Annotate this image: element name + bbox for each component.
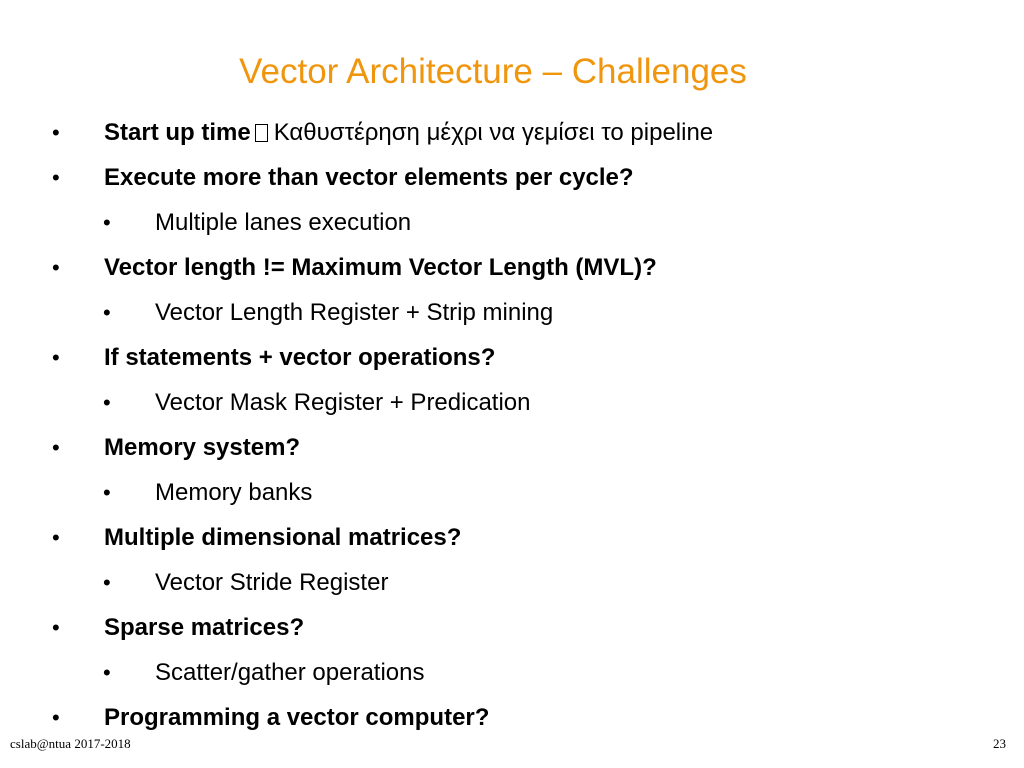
bullet-icon: • xyxy=(52,120,60,145)
list-item: • Programming a vector computer? xyxy=(0,695,1024,740)
sub-list-item: • Vector Stride Register xyxy=(0,560,1024,605)
bullet-icon: • xyxy=(52,615,60,640)
list-item-rest-text: Καθυστέρηση μέχρι να γεμίσει το pipeline xyxy=(273,119,714,146)
list-item-text: Sparse matrices? xyxy=(104,614,305,641)
bullet-icon: • xyxy=(103,570,111,595)
list-item-text: Multiple dimensional matrices? xyxy=(104,524,462,551)
sub-list-item-text: Memory banks xyxy=(155,479,313,506)
bullet-icon: • xyxy=(52,525,60,550)
list-item-bold-text: Start up time xyxy=(104,119,251,146)
sub-list-item: • Vector Mask Register + Predication xyxy=(0,380,1024,425)
sub-list-item-text: Vector Length Register + Strip mining xyxy=(155,299,554,326)
bullet-icon: • xyxy=(52,345,60,370)
list-item-text: If statements + vector operations? xyxy=(104,344,496,371)
list-item-text: Programming a vector computer? xyxy=(104,704,490,731)
missing-glyph-icon xyxy=(254,124,268,142)
list-item: • Sparse matrices? xyxy=(0,605,1024,650)
bullet-icon: • xyxy=(103,210,111,235)
slide-title: Vector Architecture – Challenges xyxy=(239,52,747,91)
bullet-icon: • xyxy=(103,660,111,685)
list-item: • Execute more than vector elements per … xyxy=(0,155,1024,200)
list-item: • Start up time Καθυστέρηση μέχρι να γεμί… xyxy=(0,110,1024,155)
sub-list-item: • Scatter/gather operations xyxy=(0,650,1024,695)
bullet-icon: • xyxy=(52,435,60,460)
list-item: • Multiple dimensional matrices? xyxy=(0,515,1024,560)
list-item-text: Execute more than vector elements per cy… xyxy=(104,164,634,191)
bullet-list: • Start up time Καθυστέρηση μέχρι να γεμί… xyxy=(0,110,1024,740)
bullet-icon: • xyxy=(103,390,111,415)
bullet-icon: • xyxy=(52,255,60,280)
bullet-icon: • xyxy=(52,705,60,730)
sub-list-item: • Memory banks xyxy=(0,470,1024,515)
sub-list-item-text: Vector Mask Register + Predication xyxy=(155,389,531,416)
page-number: 23 xyxy=(993,736,1006,751)
list-item: • If statements + vector operations? xyxy=(0,335,1024,380)
sub-list-item: • Vector Length Register + Strip mining xyxy=(0,290,1024,335)
bullet-icon: • xyxy=(103,300,111,325)
bullet-icon: • xyxy=(103,480,111,505)
list-item: • Memory system? xyxy=(0,425,1024,470)
sub-list-item: • Multiple lanes execution xyxy=(0,200,1024,245)
bullet-icon: • xyxy=(52,165,60,190)
list-item-text: Vector length != Maximum Vector Length (… xyxy=(104,254,657,281)
sub-list-item-text: Multiple lanes execution xyxy=(155,209,412,236)
sub-list-item-text: Scatter/gather operations xyxy=(155,659,425,686)
sub-list-item-text: Vector Stride Register xyxy=(155,569,389,596)
list-item-text: Memory system? xyxy=(104,434,301,461)
list-item-text: Start up time Καθυστέρηση μέχρι να γεμίσε… xyxy=(104,110,713,155)
list-item: • Vector length != Maximum Vector Length… xyxy=(0,245,1024,290)
footer-label: cslab@ntua 2017-2018 xyxy=(10,736,131,751)
